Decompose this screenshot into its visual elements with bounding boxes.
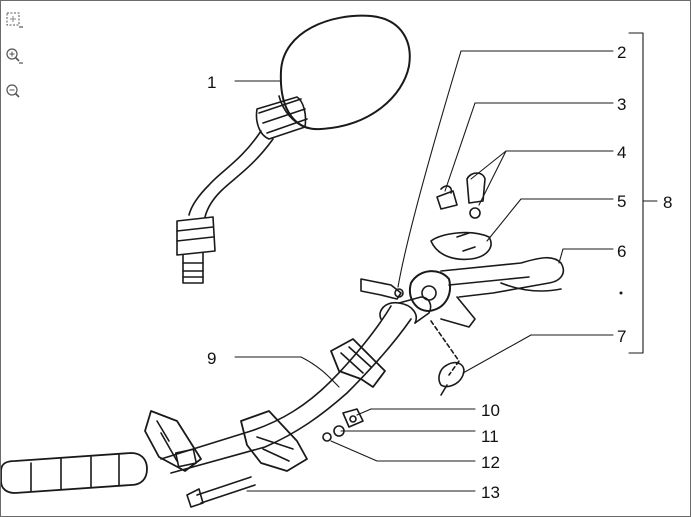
part-hardware — [186, 408, 364, 508]
callout-1: 1 — [207, 73, 216, 92]
callout-3: 3 — [617, 95, 626, 114]
callout-10: 10 — [481, 401, 500, 420]
zoom-in-icon[interactable] — [3, 45, 25, 67]
callout-9: 9 — [207, 349, 216, 368]
callout-labels: 1 2 3 4 5 6 7 8 9 10 11 12 13 — [207, 43, 672, 502]
callout-12: 12 — [481, 453, 500, 472]
callout-13: 13 — [481, 483, 500, 502]
part-mirror — [176, 14, 411, 284]
callout-4: 4 — [617, 143, 626, 162]
callout-6: 6 — [617, 242, 626, 261]
leader-lines — [234, 32, 658, 492]
callout-8: 8 — [663, 193, 672, 212]
zoom-toolbar — [3, 9, 29, 117]
zoom-out-icon[interactable] — [3, 81, 25, 103]
callout-7: 7 — [617, 327, 626, 346]
fit-page-icon[interactable] — [3, 9, 25, 31]
reference-dot — [619, 291, 623, 295]
callout-2: 2 — [617, 43, 626, 62]
part-lever-assembly — [360, 172, 565, 396]
callout-11: 11 — [481, 427, 499, 446]
part-handlebar — [1, 296, 432, 494]
callout-5: 5 — [617, 192, 626, 211]
